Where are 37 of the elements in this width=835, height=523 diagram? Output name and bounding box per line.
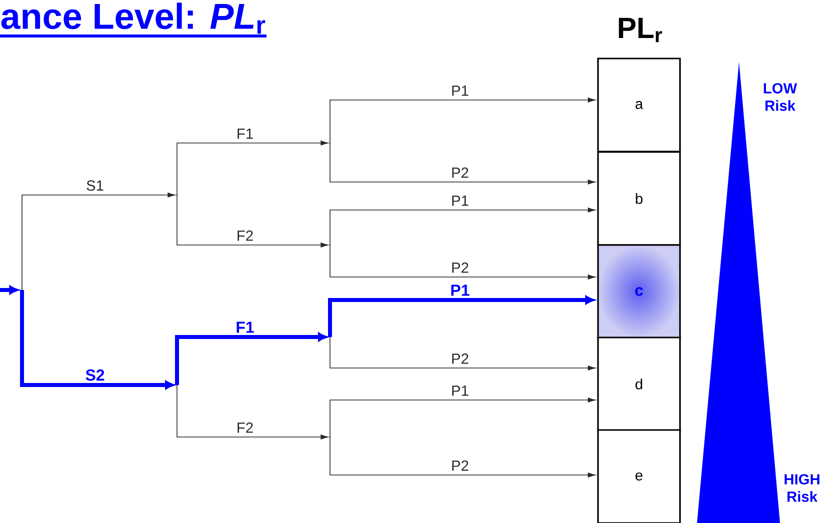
arrow: [22, 192, 176, 290]
level-box: d: [597, 336, 681, 432]
arrow: [328, 296, 594, 337]
level-box: a: [597, 58, 681, 152]
risk-label: LOW Risk: [764, 83, 798, 111]
edge-label: S2: [86, 369, 104, 381]
edge-label: S1: [86, 180, 104, 191]
edge-label: P2: [452, 354, 468, 364]
arrow: [20, 290, 174, 390]
edge-label: F2: [238, 422, 253, 433]
arrow: [330, 398, 596, 438]
arrow: [0, 286, 18, 294]
edge-label: P2: [452, 168, 468, 178]
arrow: [330, 244, 596, 280]
arrow: [175, 332, 327, 385]
arrow: [330, 142, 596, 184]
level-box: b: [597, 151, 681, 246]
edge-label: P1: [452, 86, 468, 96]
arrow: [330, 336, 596, 370]
edge-label: P1: [452, 386, 468, 396]
arrow: [330, 436, 596, 478]
level-box: e: [597, 429, 681, 523]
edge-label: P1: [452, 196, 468, 206]
arrow: [330, 98, 596, 144]
arrow: [330, 208, 596, 246]
edge-label: F1: [236, 322, 254, 333]
risk-label: HIGH Risk: [784, 474, 820, 502]
arrow: [176, 140, 328, 196]
arrow: [176, 384, 328, 440]
column-heading: PL$_{r}$: [618, 18, 662, 42]
edge-label: P2: [452, 460, 468, 471]
edge-label: P1: [451, 284, 470, 296]
title: ance Level: PL$_{r}$: [1, 2, 266, 34]
arrow: [176, 194, 328, 248]
edge-label: F2: [238, 230, 253, 241]
edge-label: P2: [452, 262, 468, 273]
edge-label: F1: [238, 128, 253, 139]
